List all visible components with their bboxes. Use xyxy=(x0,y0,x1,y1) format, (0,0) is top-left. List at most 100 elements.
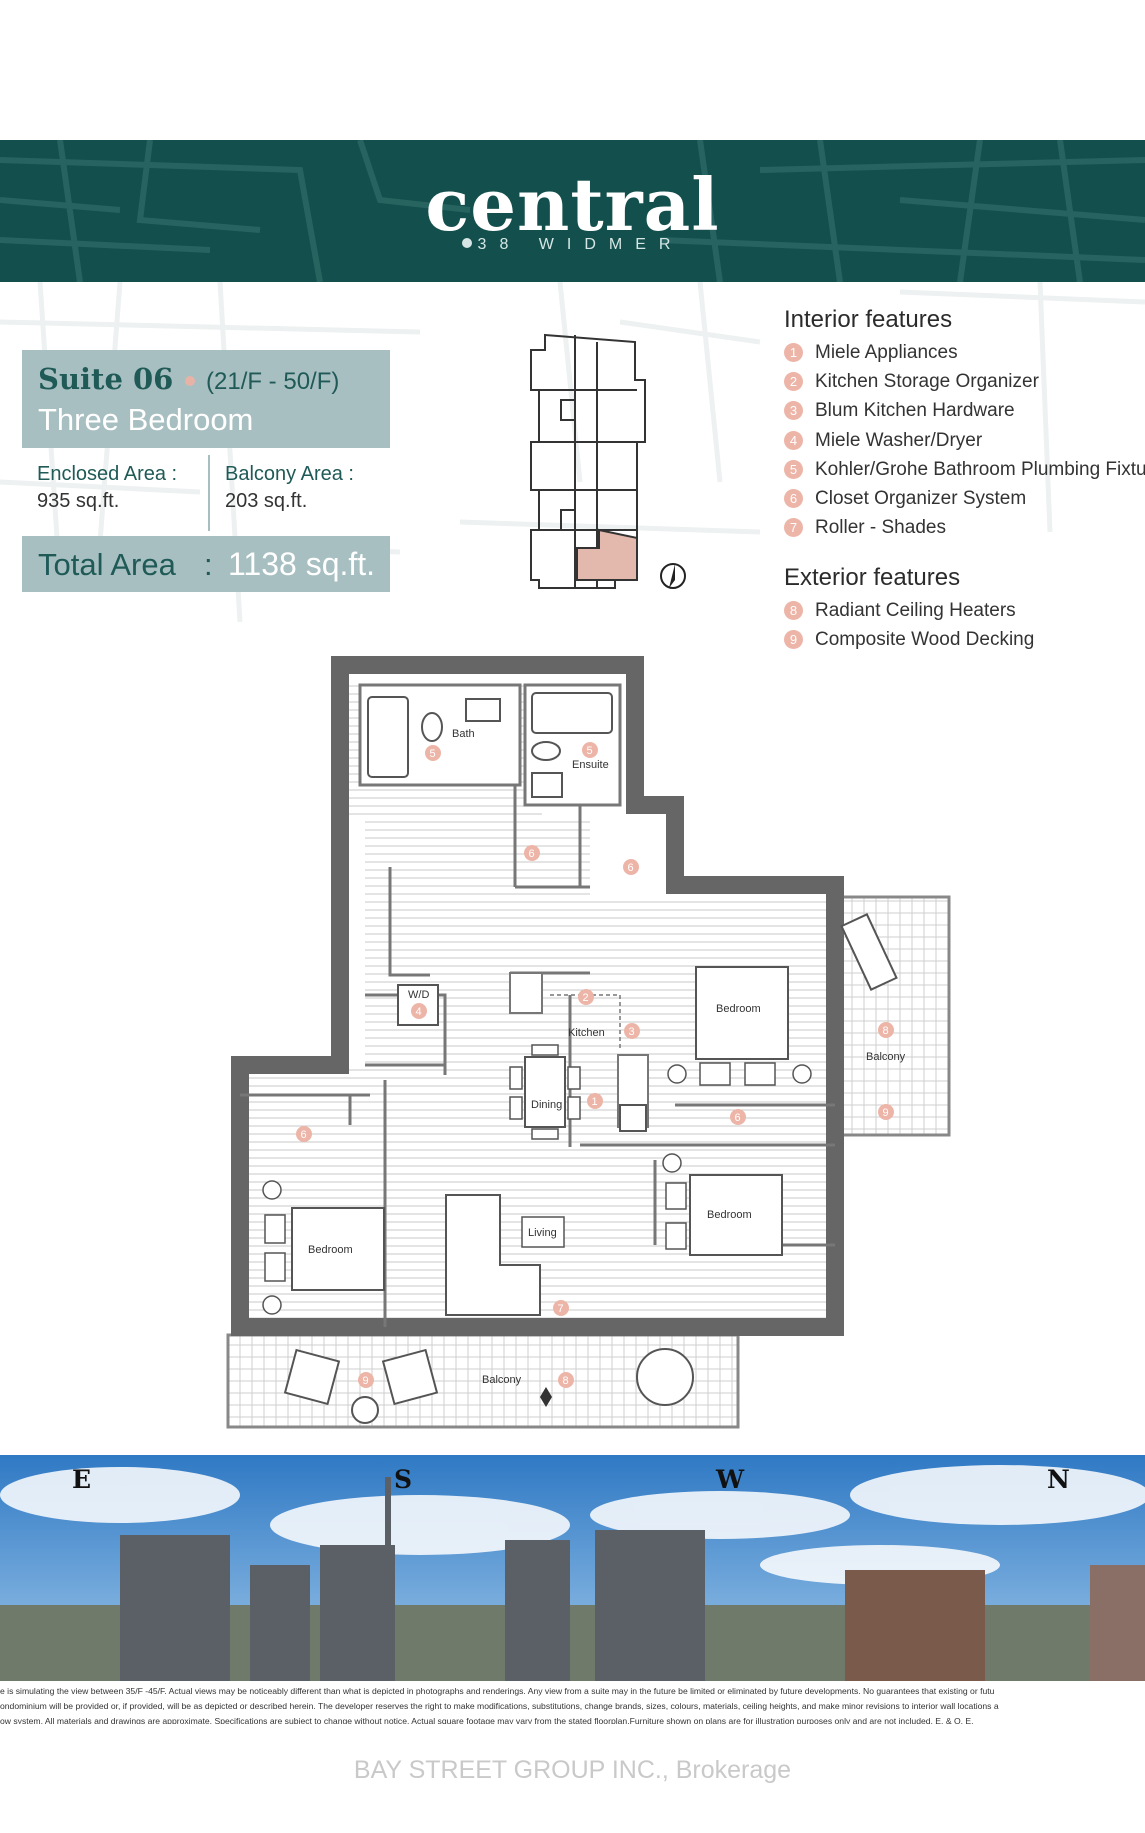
room-label-living: Living xyxy=(528,1227,557,1239)
total-area-label: Total Area xyxy=(38,547,176,582)
badge-balcony-9b: 9 xyxy=(363,1375,369,1387)
total-area-value: 1138 sq.ft. xyxy=(228,546,376,582)
room-label-bedroom-se: Bedroom xyxy=(707,1209,752,1221)
room-label-wd: W/D xyxy=(408,989,429,1001)
balcony-area-value: 203 sq.ft. xyxy=(225,490,308,512)
suite-dot xyxy=(185,376,195,386)
disclaimer-line-3: ow system. All materials and drawings ar… xyxy=(0,1716,974,1724)
badge-wd-4: 4 xyxy=(416,1006,422,1018)
highlighted-unit xyxy=(576,528,638,581)
badge-bath-5: 5 xyxy=(430,748,436,760)
badge-balcony-8a: 8 xyxy=(883,1025,889,1037)
bathtub-icon xyxy=(367,696,409,778)
interior-feature-label: Miele Appliances xyxy=(815,342,958,363)
interior-feature-label: Miele Washer/Dryer xyxy=(815,429,983,451)
badge-closet-6a: 6 xyxy=(529,848,535,860)
compass-e: E xyxy=(72,1465,91,1494)
badge-ensuite-5: 5 xyxy=(587,745,593,757)
bed-southeast xyxy=(689,1174,783,1256)
feature-number-badge: 4 xyxy=(784,430,803,450)
interior-feature-item: 5 Kohler/Grohe Bathroom Plumbing Fixtu xyxy=(784,459,1145,481)
interior-feature-label: Kohler/Grohe Bathroom Plumbing Fixtu xyxy=(815,458,1145,480)
badge-balcony-9a: 9 xyxy=(883,1107,889,1119)
disclaimer-line-2: ondominium will be provided or, if provi… xyxy=(0,1701,999,1711)
brokerage-watermark: BAY STREET GROUP INC., Brokerage xyxy=(353,1756,792,1784)
exterior-feature-item: 8 Radiant Ceiling Heaters xyxy=(784,600,1016,622)
brand-address: 38 WIDMER xyxy=(477,236,684,253)
kitchen-sink-icon xyxy=(619,1104,647,1132)
ensuite-sink-icon xyxy=(531,772,563,798)
badge-closet-6c: 6 xyxy=(301,1129,307,1141)
disclaimer: e is simulating the view between 35/F -4… xyxy=(0,1684,1145,1724)
brand-dot xyxy=(461,238,472,248)
feature-number-badge: 3 xyxy=(784,401,803,421)
feature-number-badge: 8 xyxy=(784,601,803,620)
feature-number-badge: 7 xyxy=(784,518,803,538)
badge-dining-1: 1 xyxy=(592,1096,598,1108)
enclosed-area-value: 935 sq.ft. xyxy=(37,490,120,512)
exterior-walls xyxy=(231,656,844,1336)
ensuite-toilet-icon xyxy=(531,741,561,761)
room-label-balcony-south: Balcony xyxy=(482,1374,522,1386)
sofa xyxy=(445,1194,541,1316)
feature-number-badge: 1 xyxy=(784,343,803,362)
dining-table xyxy=(524,1056,566,1128)
floorplan: Bath Ensuite W/D Kitchen Dining Living B… xyxy=(226,656,951,1429)
interior-feature-item: 7 Roller - Shades xyxy=(784,517,946,539)
suite-title-panel: Suite 06 (21/F - 50/F) Three Bedroom xyxy=(22,350,390,448)
feature-badges: 5 5 6 6 4 2 3 1 6 6 7 8 9 8 9 xyxy=(296,742,894,1388)
compass-n: N xyxy=(1047,1465,1070,1494)
room-label-bedroom-ne: Bedroom xyxy=(716,1003,761,1015)
brand-name: central xyxy=(425,162,720,247)
interior-feature-label: Roller - Shades xyxy=(815,517,946,539)
suite-number: Suite 06 xyxy=(38,362,174,396)
city-panorama: E S W N xyxy=(0,1455,1145,1681)
interior-feature-item: 2 Kitchen Storage Organizer xyxy=(784,371,1039,393)
street-map-pattern xyxy=(0,140,1145,282)
room-label-balcony-east: Balcony xyxy=(866,1051,906,1063)
interior-feature-item: 4 Miele Washer/Dryer xyxy=(784,430,982,452)
brand-header: central 38 WIDMER xyxy=(0,140,1145,282)
interior-feature-item: 3 Blum Kitchen Hardware xyxy=(784,400,1015,422)
badge-kitchen-2: 2 xyxy=(583,992,589,1004)
badge-living-7: 7 xyxy=(558,1303,564,1315)
exterior-feature-label: Radiant Ceiling Heaters xyxy=(815,600,1016,621)
background-map-pattern xyxy=(0,282,1145,623)
lounge-chair xyxy=(840,913,898,991)
interior-feature-label: Blum Kitchen Hardware xyxy=(815,400,1015,422)
badge-closet-6d: 6 xyxy=(735,1112,741,1124)
coffee-table xyxy=(521,1216,565,1248)
room-label-kitchen: Kitchen xyxy=(568,1027,605,1039)
exterior-features-heading: Exterior features xyxy=(784,564,961,591)
bed-northeast xyxy=(695,966,789,1060)
room-label-bedroom-sw: Bedroom xyxy=(308,1244,353,1256)
interior-feature-item: 1 Miele Appliances xyxy=(784,342,958,364)
toilet-icon xyxy=(421,712,443,742)
room-label-bath: Bath xyxy=(452,728,475,740)
feature-number-badge: 9 xyxy=(784,630,803,649)
badge-kitchen-3: 3 xyxy=(629,1026,635,1038)
bed-southwest xyxy=(291,1207,385,1291)
interior-features-heading: Interior features xyxy=(784,306,953,333)
room-label-dining: Dining xyxy=(531,1099,562,1111)
badge-balcony-8b: 8 xyxy=(563,1375,569,1387)
compass-w: W xyxy=(715,1465,745,1494)
compass-s: S xyxy=(394,1465,412,1494)
interior-feature-label: Closet Organizer System xyxy=(815,488,1027,509)
feature-number-badge: 5 xyxy=(784,459,803,479)
enclosed-area-label: Enclosed Area : xyxy=(37,463,178,485)
interior-feature-label: Kitchen Storage Organizer xyxy=(815,371,1039,393)
room-label-ensuite: Ensuite xyxy=(572,759,609,771)
disclaimer-line-1: e is simulating the view between 35/F -4… xyxy=(0,1686,995,1696)
sink-icon xyxy=(465,698,501,722)
features-panel: Interior features 1 Miele Appliances 2 Kitc… xyxy=(784,306,1145,656)
ensuite-tub-icon xyxy=(531,692,613,734)
balcony-area-label: Balcony Area : xyxy=(225,463,354,485)
exterior-feature-item: 9 Composite Wood Decking xyxy=(784,629,1034,651)
exterior-feature-label: Composite Wood Decking xyxy=(815,629,1035,650)
north-arrow-icon xyxy=(660,563,686,589)
badge-closet-6b: 6 xyxy=(628,862,634,874)
feature-number-badge: 2 xyxy=(784,372,803,392)
area-divider xyxy=(208,455,210,531)
